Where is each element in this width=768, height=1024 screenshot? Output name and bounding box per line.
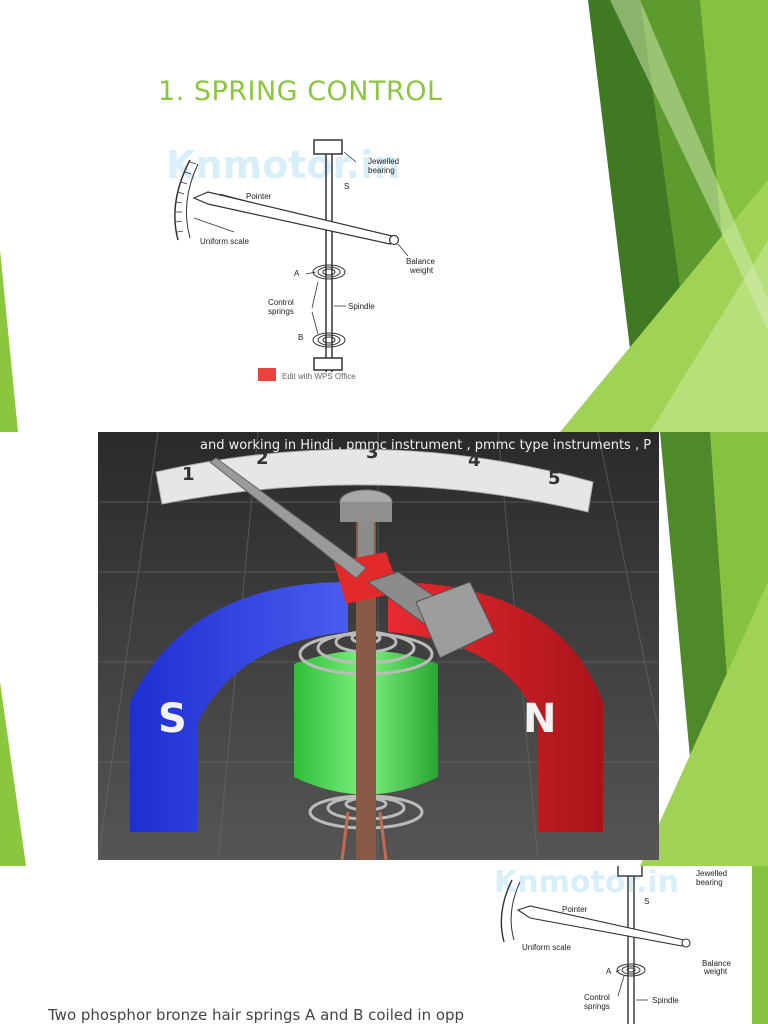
scale-number-5: 5	[548, 468, 561, 489]
label-bearing: bearing	[696, 878, 723, 887]
label-springs: springs	[268, 307, 294, 316]
slide-3: Knmotor.in Jewelled bearing S Pointer Un…	[0, 866, 768, 1024]
spring-control-diagram-small: Knmotor.in Jewelled bearing S Pointer Un…	[490, 866, 752, 1024]
video-caption: and working in Hindi , pmmc instrument ,…	[200, 438, 652, 453]
slide-title: 1. SPRING CONTROL	[158, 76, 443, 107]
green-decoration	[0, 432, 768, 866]
slide-1: 1. SPRING CONTROL Knmotor.in	[0, 0, 768, 432]
wps-stamp-text: Edit with WPS Office	[282, 372, 356, 381]
watermark-text: Knmotor.in	[494, 866, 679, 900]
green-decoration	[748, 866, 768, 1024]
label-pointer: Pointer	[246, 192, 272, 201]
slide-body-text: Two phosphor bronze hair springs A and B…	[48, 1006, 465, 1024]
label-balance: Balance	[406, 257, 435, 266]
pmmc-instrument-image: 1 2 3 4 5 S N	[98, 432, 659, 860]
wps-logo-icon	[258, 368, 276, 381]
watermark-text: Knmotor.in	[166, 143, 400, 187]
label-spindle: Spindle	[652, 996, 679, 1005]
label-balance: Balance	[702, 959, 731, 968]
scale-number-2: 2	[256, 448, 269, 469]
label-a: A	[606, 967, 612, 976]
label-bearing: bearing	[368, 166, 395, 175]
label-b: B	[298, 333, 303, 342]
label-pointer: Pointer	[562, 905, 588, 914]
label-weight: weight	[703, 967, 728, 976]
label-uniform-scale: Uniform scale	[522, 943, 571, 952]
magnet-s-letter: S	[158, 696, 187, 742]
scale-number-4: 4	[468, 450, 481, 471]
scale-number-3: 3	[366, 442, 379, 463]
label-jewelled: Jewelled	[696, 869, 727, 878]
label-jewelled: Jewelled	[368, 157, 399, 166]
label-a: A	[294, 269, 300, 278]
green-decoration	[0, 0, 768, 432]
slide-2: 1 2 3 4 5 S N	[0, 432, 768, 866]
label-s: S	[644, 897, 649, 906]
scale-number-1: 1	[182, 464, 195, 485]
label-s: S	[344, 182, 349, 191]
label-control: Control	[584, 993, 610, 1002]
label-weight: weight	[409, 266, 434, 275]
label-springs: springs	[584, 1002, 610, 1011]
label-spindle: Spindle	[348, 302, 375, 311]
label-control: Control	[268, 298, 294, 307]
magnet-n-letter: N	[523, 696, 556, 742]
label-uniform-scale: Uniform scale	[200, 237, 249, 246]
spring-control-diagram: Knmotor.in	[160, 132, 460, 384]
